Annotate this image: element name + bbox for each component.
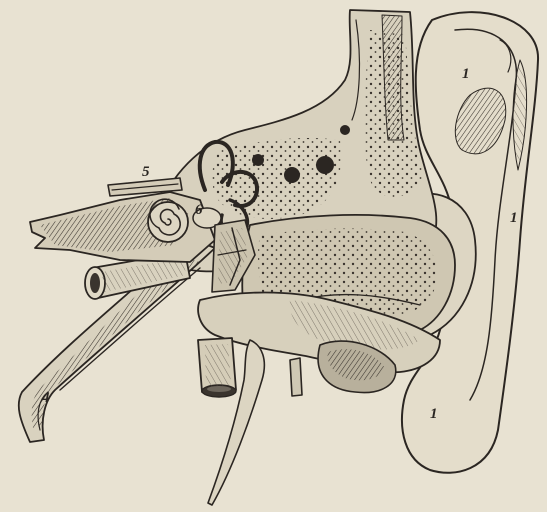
label-5: 5 [142,164,150,180]
label-4: 4 [41,390,50,406]
label-1-right: 1 [510,210,518,226]
label-6: 6 [195,202,203,218]
label-1-top: 1 [462,66,470,82]
label-1-lobe: 1 [430,406,438,422]
vessels [198,338,236,397]
